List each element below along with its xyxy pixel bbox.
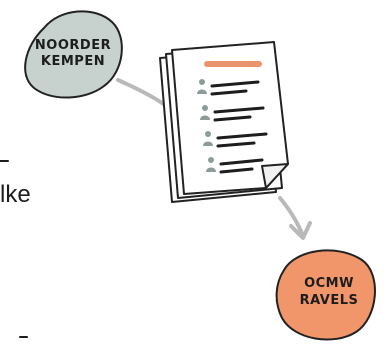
target-line2: RAVELS (300, 293, 359, 308)
left-text-fragment: lke (0, 183, 31, 207)
document-header-bar (204, 61, 262, 67)
document-to-target-arrow (280, 198, 310, 238)
source-to-document-arrow (118, 80, 165, 105)
target-line1: OCMW (304, 276, 354, 291)
target-node: OCMW RAVELS (277, 250, 375, 339)
source-node: NOORDER KEMPEN (25, 11, 122, 97)
source-line1: NOORDER (35, 38, 111, 53)
source-line2: KEMPEN (41, 54, 105, 69)
